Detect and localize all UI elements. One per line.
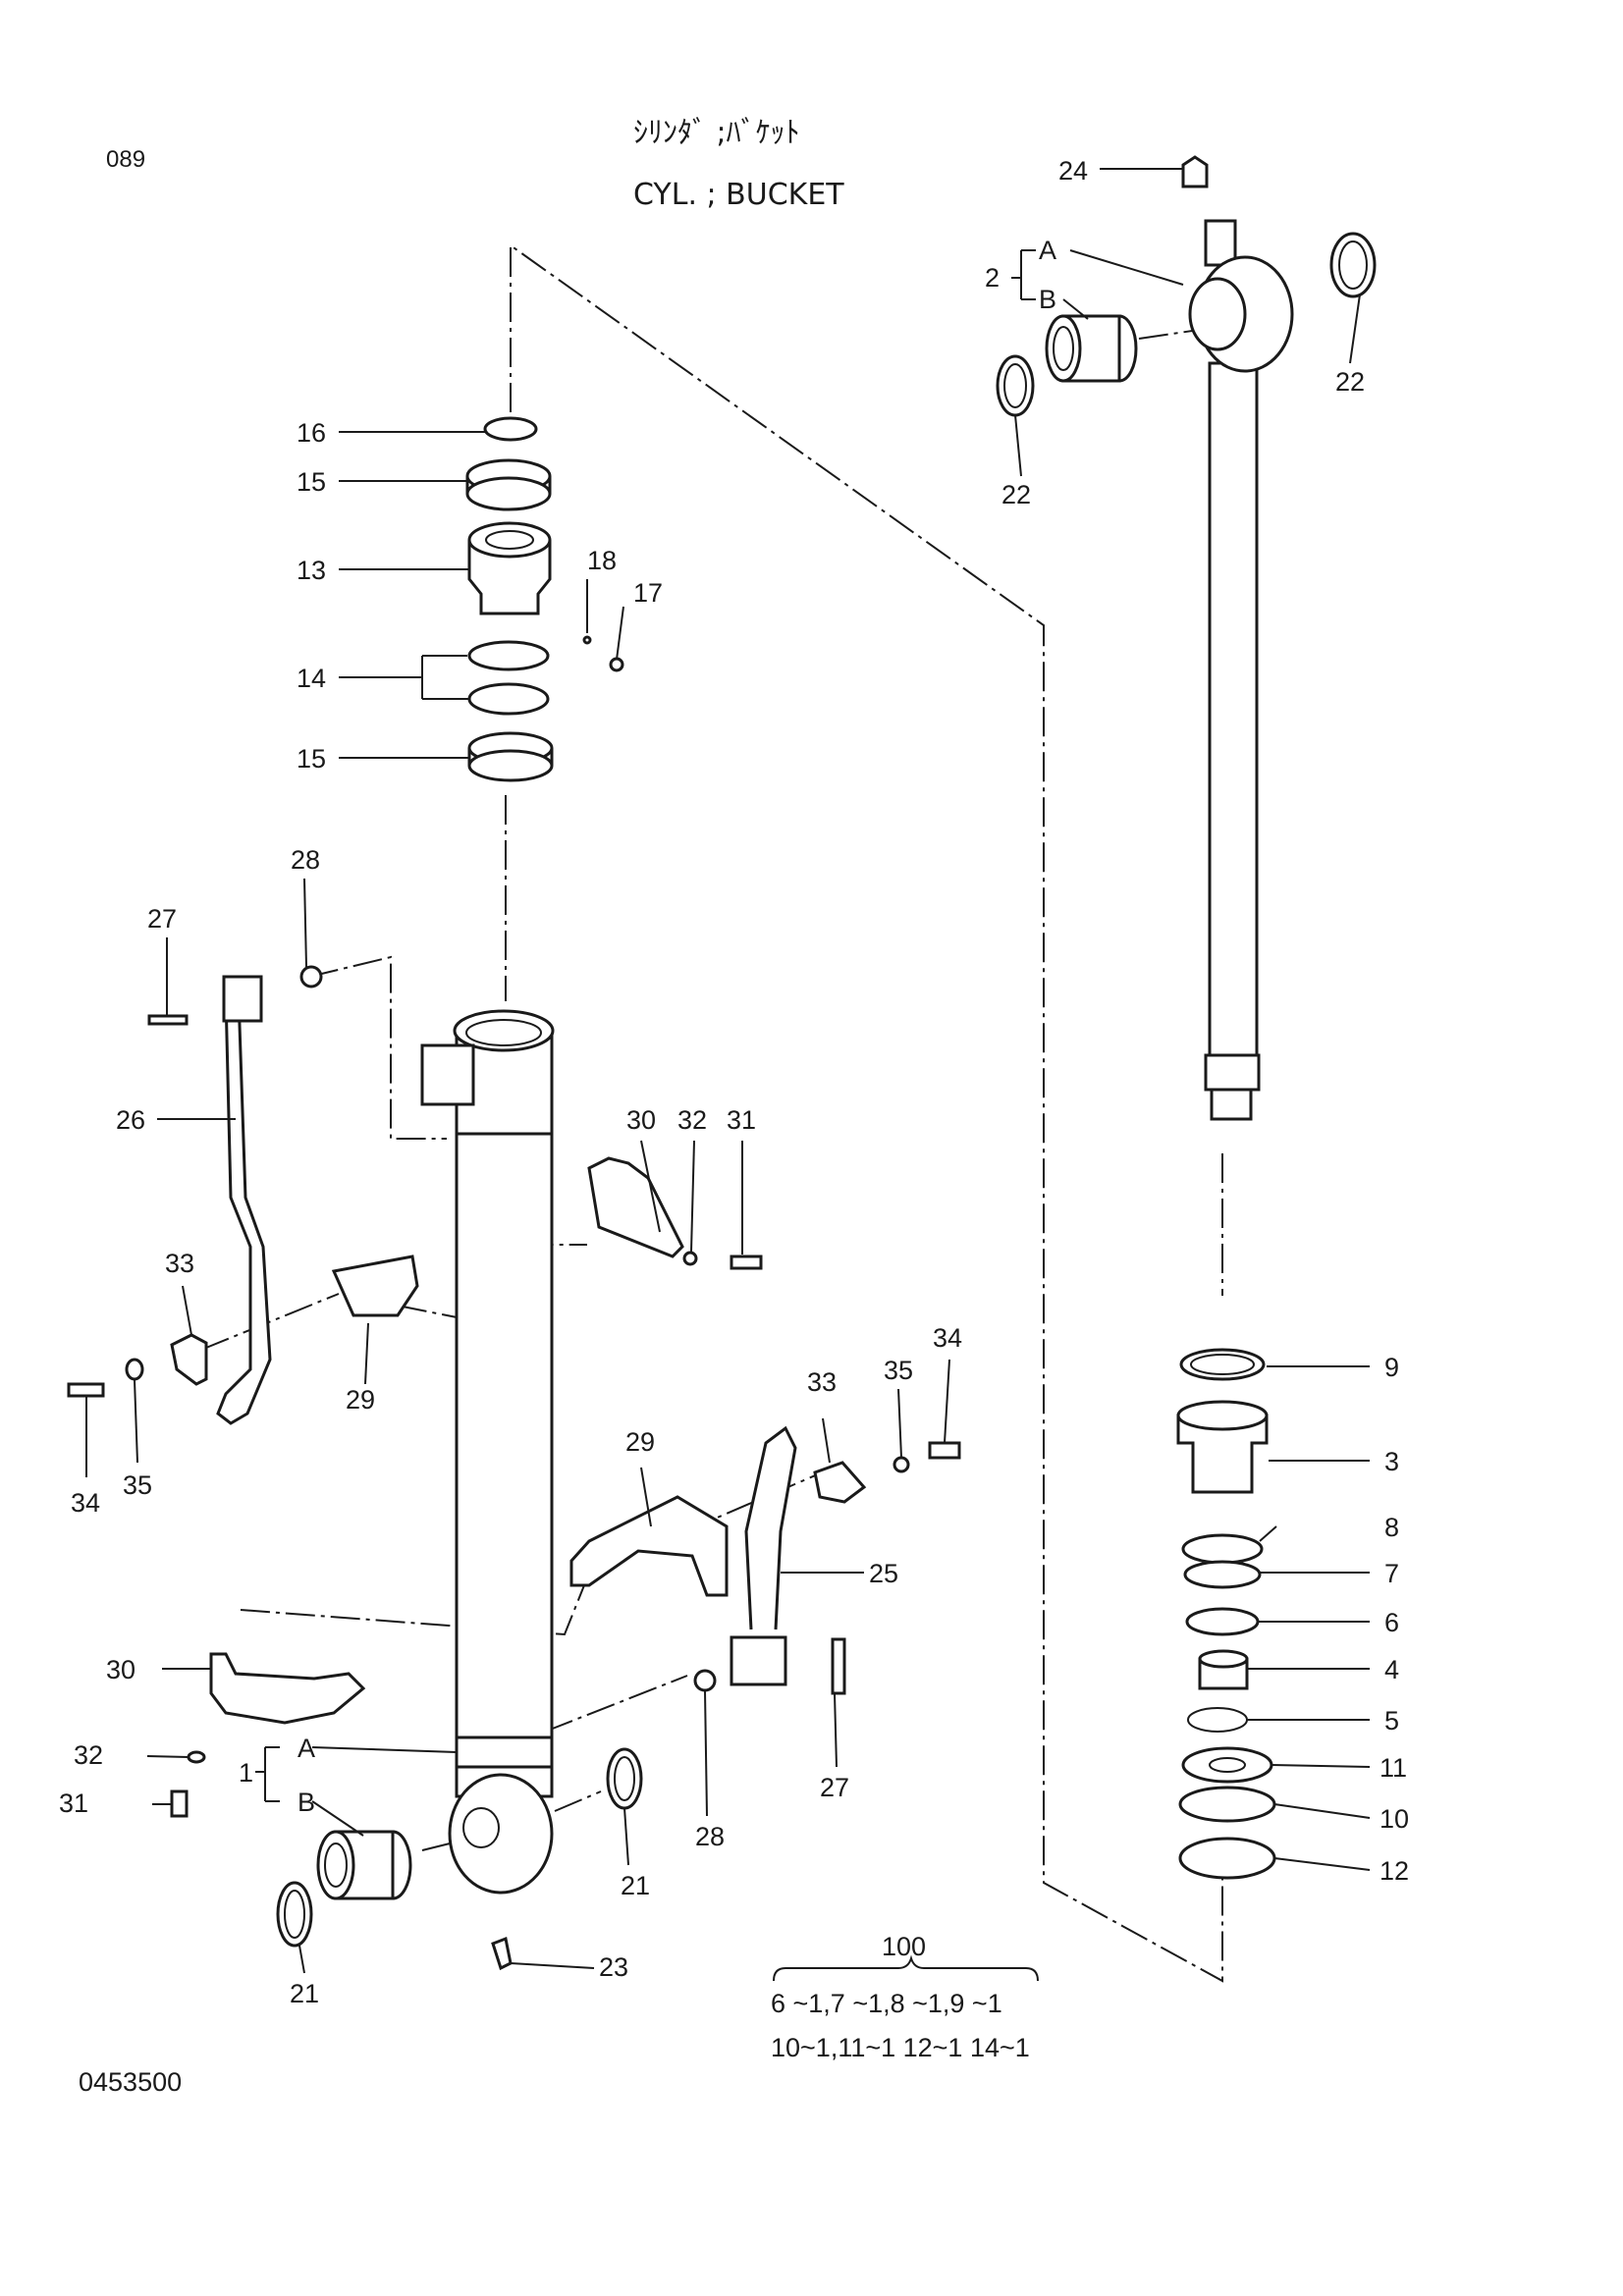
callout-17: 17 [633,578,663,608]
seal-kit-group: 100 6 ~1,7 ~1,8 ~1,9 ~1 10~1,11~1 12~1 1… [771,1932,1039,2062]
callout-31-top: 31 [727,1105,756,1135]
bushing-1b [316,1830,412,1900]
cylinder-tube [420,1009,555,1895]
callout-23: 23 [599,1952,628,1982]
page-number: 089 [106,146,145,173]
dust-seals-21 [276,1747,643,1948]
callout-33-left: 33 [165,1249,194,1278]
callout-3: 3 [1384,1447,1399,1476]
callout-11: 11 [1380,1753,1407,1783]
callout-29-bottom: 29 [625,1427,655,1457]
callout-32-top: 32 [677,1105,707,1135]
grease-nipple-23 [491,1936,513,1971]
callout-2b: B [1039,285,1056,314]
callout-10: 10 [1380,1804,1409,1834]
callout-15-top: 15 [297,467,326,497]
callout-21-right: 21 [621,1871,650,1900]
clamps [170,1156,867,1725]
callout-13: 13 [297,556,326,585]
assembly-chain-lines [200,243,1223,1983]
callout-6: 6 [1384,1608,1399,1637]
bolts-washers [67,1014,961,1818]
callout-8: 8 [1384,1513,1399,1542]
callout-35-right: 35 [884,1356,913,1385]
callout-21-left: 21 [290,1979,319,2008]
seal-parts-right [1176,1348,1276,1880]
callout-7: 7 [1384,1559,1399,1588]
rod-eye [1188,219,1294,373]
dust-seals-22 [996,232,1377,417]
callout-31-bottom: 31 [59,1789,88,1818]
callout-35-left: 35 [123,1470,152,1500]
grease-nipple-24 [1181,155,1209,188]
drawing-number: 0453500 [79,2067,182,2097]
title-english: CYL. ; BUCKET [633,178,844,212]
callout-33-right: 33 [807,1367,837,1397]
kit-line-2: 10~1,11~1 12~1 14~1 [771,2033,1030,2062]
callout-2: 2 [985,263,1000,293]
piston-rod [1204,361,1261,1121]
callout-16: 16 [297,418,326,448]
pipe-25 [693,1425,797,1692]
callout-5: 5 [1384,1706,1399,1735]
callout-28-top: 28 [291,845,320,875]
callout-4: 4 [1384,1655,1399,1684]
bushing-2b [1045,314,1138,383]
callout-1a: A [298,1734,315,1763]
callout-14: 14 [297,664,326,693]
callout-1b: B [298,1788,315,1817]
leader-lines [85,168,1371,1974]
callout-29-top: 29 [346,1385,375,1415]
callout-18: 18 [587,546,617,575]
callout-34-right: 34 [933,1323,962,1353]
callout-9: 9 [1384,1353,1399,1382]
head-parts [465,416,624,782]
callout-22-left: 22 [1001,480,1031,509]
callout-25: 25 [869,1559,898,1588]
callout-30-top: 30 [626,1105,656,1135]
callout-27-bottom: 27 [820,1773,849,1802]
pipe-26 [216,965,323,1425]
callout-27-top: 27 [147,904,177,934]
callout-32-bottom: 32 [74,1740,103,1770]
callout-12: 12 [1380,1856,1409,1886]
title-japanese: ｼﾘﾝﾀﾞ ;ﾊﾞｹｯﾄ [633,116,800,150]
callout-2a: A [1039,236,1056,265]
callout-22-right: 22 [1335,367,1365,397]
callout-labels: 24 2 A B 22 22 16 15 13 18 17 14 15 28 2… [59,156,1409,2008]
callout-15-bottom: 15 [297,744,326,774]
callout-26: 26 [116,1105,145,1135]
callout-34-left: 34 [71,1488,100,1518]
callout-30-bottom: 30 [106,1655,135,1684]
callout-24: 24 [1058,156,1088,186]
kit-line-1: 6 ~1,7 ~1,8 ~1,9 ~1 [771,1989,1002,2018]
kit-number: 100 [882,1932,926,1961]
callout-1: 1 [239,1758,253,1788]
callout-28-bottom: 28 [695,1822,725,1851]
